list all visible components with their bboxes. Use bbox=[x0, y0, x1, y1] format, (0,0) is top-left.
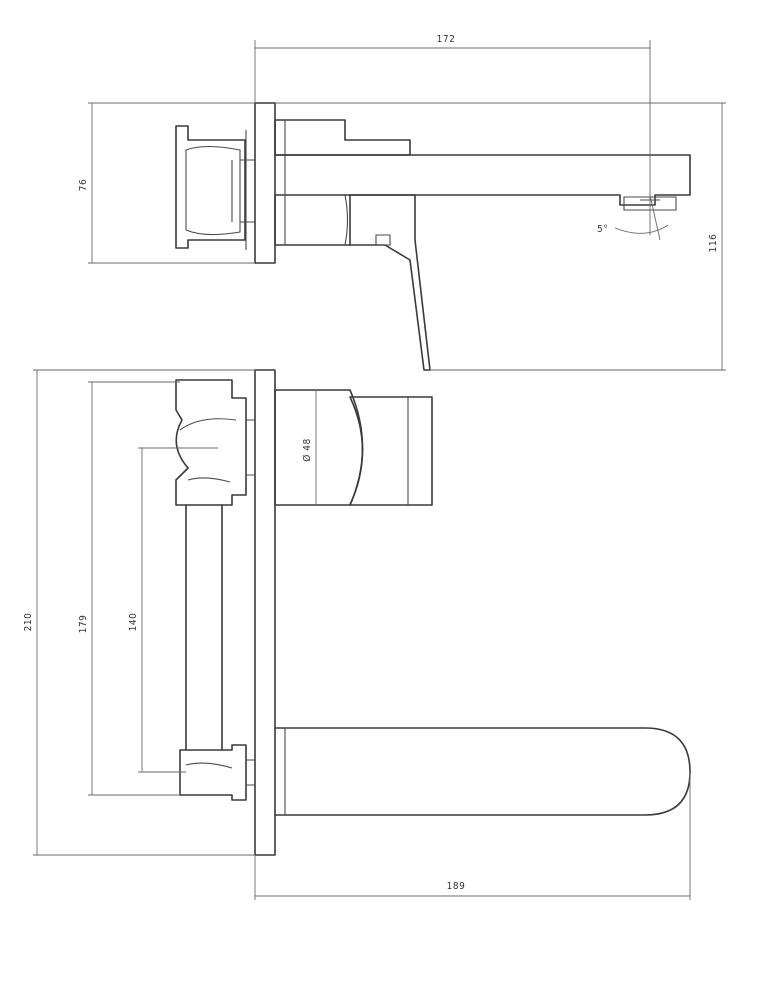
top-handle-neck bbox=[231, 130, 255, 250]
top-wall-plate bbox=[254, 102, 276, 264]
top-handle-detail bbox=[185, 145, 241, 236]
top-cartridge-lower bbox=[274, 194, 351, 246]
front-upper-handle bbox=[175, 379, 247, 506]
top-dimensions: 172 76 116 5° bbox=[78, 34, 726, 371]
dim-116-label: 116 bbox=[708, 234, 719, 253]
top-lever-knob bbox=[375, 234, 391, 246]
front-upper-handle-detail bbox=[179, 418, 255, 483]
front-mixer-lever bbox=[349, 396, 433, 506]
top-cartridge-bevel bbox=[284, 120, 349, 246]
top-view bbox=[175, 102, 691, 371]
front-spout bbox=[274, 727, 691, 816]
angle-arc bbox=[614, 224, 669, 234]
dim-189-label: 189 bbox=[447, 881, 466, 892]
dim-76-label: 76 bbox=[78, 179, 89, 191]
dim-179-label: 179 bbox=[78, 615, 89, 634]
front-lower-elbow bbox=[179, 744, 247, 801]
angle-label: 5° bbox=[597, 224, 608, 235]
front-view bbox=[175, 369, 691, 856]
front-lower-elbow-detail bbox=[185, 759, 255, 786]
top-lever bbox=[349, 194, 431, 371]
front-mixer-body bbox=[274, 389, 364, 506]
front-pipe bbox=[185, 504, 223, 751]
top-handle-flange bbox=[175, 125, 246, 249]
dim-140-label: 140 bbox=[128, 613, 139, 632]
front-dimensions: 210 179 140 Ø 48 189 bbox=[23, 369, 691, 900]
dim-diameter-label: Ø 48 bbox=[301, 438, 313, 461]
top-cartridge-body bbox=[274, 119, 411, 156]
front-wall-plate bbox=[254, 369, 276, 856]
dim-172-label: 172 bbox=[437, 34, 456, 45]
dim-210-label: 210 bbox=[23, 613, 34, 632]
